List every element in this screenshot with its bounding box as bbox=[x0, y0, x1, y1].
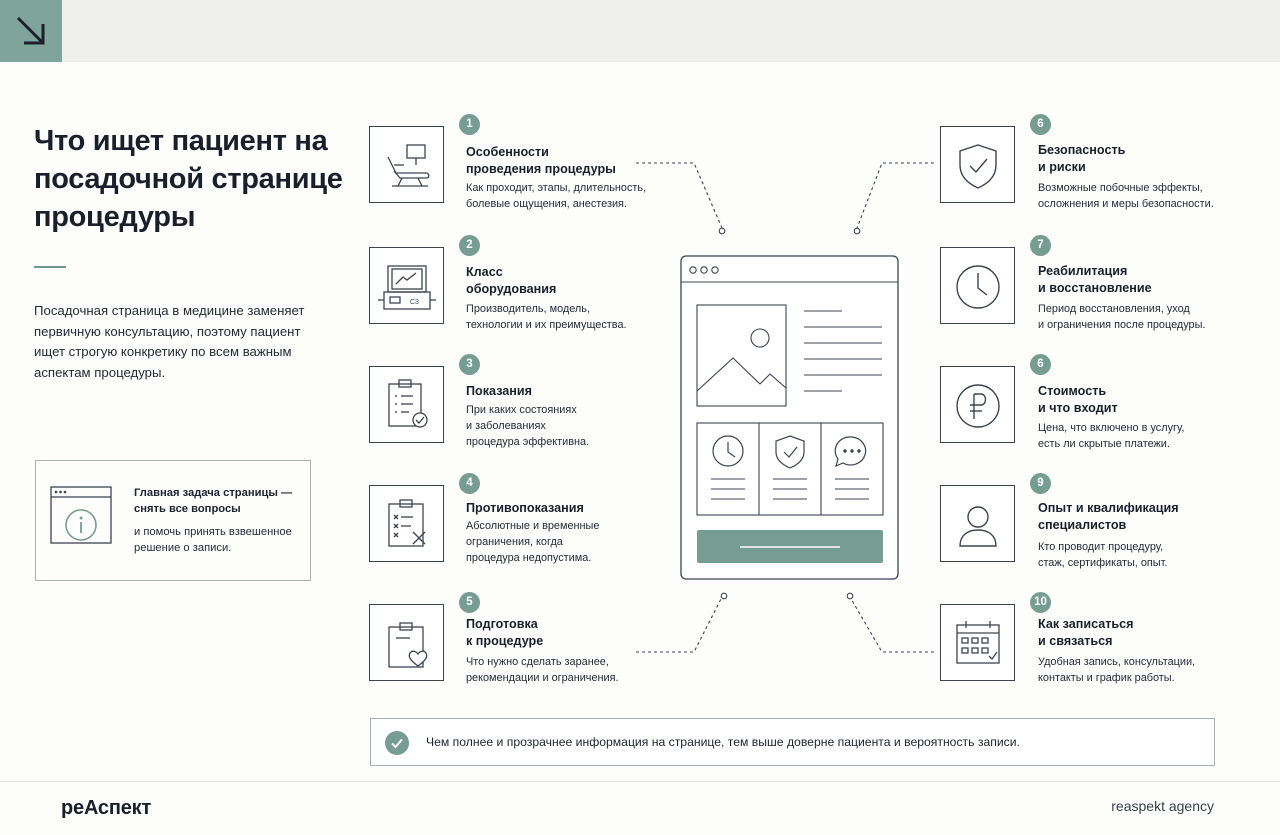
item-title: Особенности проведения процедуры bbox=[466, 145, 616, 176]
svg-text:C3: C3 bbox=[410, 299, 419, 306]
brand-logo: реАспект bbox=[61, 797, 152, 819]
item-box-8 bbox=[940, 366, 1015, 443]
browser-info-icon bbox=[50, 486, 112, 544]
arrow-down-right-icon bbox=[16, 16, 45, 45]
item-title: Опыт и квалификация специалистов bbox=[1038, 501, 1179, 532]
item-number: 4 bbox=[459, 473, 480, 494]
clock-icon bbox=[712, 435, 744, 467]
item-title: Как записаться и связаться bbox=[1038, 617, 1134, 648]
item-number: 10 bbox=[1030, 592, 1051, 613]
item-title: Безопасность и риски bbox=[1038, 143, 1126, 174]
item-description: Абсолютные и временные ограничения, когд… bbox=[466, 520, 600, 564]
check-circle-icon bbox=[385, 731, 409, 755]
item-number: 2 bbox=[459, 235, 480, 256]
item-description: Производитель, модель, технологии и их п… bbox=[466, 303, 627, 331]
conclusion-text: Чем полнее и прозрачнее информация на ст… bbox=[426, 735, 1020, 749]
item-box-7 bbox=[940, 247, 1015, 324]
item-title: Класс оборудования bbox=[466, 265, 557, 296]
item-box-10 bbox=[940, 604, 1015, 681]
corner-badge bbox=[0, 0, 62, 62]
user-icon bbox=[959, 506, 997, 547]
item-description: Что нужно сделать заранее, рекомендации … bbox=[466, 656, 619, 684]
shield-check-icon bbox=[959, 144, 997, 189]
main-task-card: Главная задача страницы — снять все вопр… bbox=[35, 460, 311, 581]
item-box-3 bbox=[369, 366, 444, 443]
item-title: Подготовка к процедуре bbox=[466, 617, 544, 648]
agency-name: reaspekt agency bbox=[1111, 798, 1214, 814]
clipboard-heart-icon bbox=[388, 622, 428, 668]
item-box-1 bbox=[369, 126, 444, 203]
item-description: Удобная запись, консультации, контакты и… bbox=[1038, 656, 1196, 684]
shield-check-icon bbox=[775, 435, 805, 469]
task-text: и помочь принять взвешенное решение о за… bbox=[134, 526, 292, 554]
title-divider bbox=[34, 266, 66, 268]
item-number: 1 bbox=[459, 114, 480, 135]
item-description: Период восстановления, уход и ограничени… bbox=[1038, 303, 1206, 331]
clipboard-check-icon bbox=[388, 379, 428, 428]
procedure-chair-icon bbox=[387, 144, 430, 187]
item-number: 6 bbox=[1030, 114, 1051, 135]
item-box-9 bbox=[940, 485, 1015, 562]
item-number: 3 bbox=[459, 354, 480, 375]
footer-divider bbox=[0, 781, 1280, 782]
item-box-4 bbox=[369, 485, 444, 562]
item-box-6 bbox=[940, 126, 1015, 203]
ruble-icon bbox=[956, 384, 1000, 428]
item-title: Реабилитация и восстановление bbox=[1038, 264, 1152, 295]
item-title: Показания bbox=[466, 384, 533, 398]
chat-bubble-icon bbox=[834, 436, 867, 468]
equipment-monitor-icon: C3 bbox=[378, 265, 436, 310]
page-title: Что ищет пациент на посадочной странице … bbox=[34, 125, 343, 233]
item-number: 9 bbox=[1030, 473, 1051, 494]
conclusion-banner: Чем полнее и прозрачнее информация на ст… bbox=[370, 718, 1215, 766]
item-number: 5 bbox=[459, 592, 480, 613]
item-number: 6 bbox=[1030, 354, 1051, 375]
top-bar bbox=[0, 0, 1280, 62]
item-box-2: C3 bbox=[369, 247, 444, 324]
item-description: Цена, что включено в услугу, есть ли скр… bbox=[1038, 422, 1185, 450]
item-description: При каких состояниях и заболеваниях проц… bbox=[466, 404, 590, 448]
clock-icon bbox=[956, 265, 1000, 309]
calendar-icon bbox=[956, 621, 1000, 664]
item-box-5 bbox=[369, 604, 444, 681]
item-description: Как проходит, этапы, длительность, болев… bbox=[466, 182, 647, 210]
clipboard-cross-icon bbox=[388, 499, 426, 547]
image-placeholder-icon bbox=[696, 304, 787, 407]
task-heading: Главная задача страницы — снять все вопр… bbox=[134, 487, 293, 515]
intro-text: Посадочная страница в медицине заменяет … bbox=[34, 303, 305, 380]
item-title: Противопоказания bbox=[466, 501, 584, 515]
item-description: Кто проводит процедуру, стаж, сертификат… bbox=[1038, 541, 1168, 569]
item-description: Возможные побочные эффекты, осложнения и… bbox=[1038, 182, 1214, 210]
item-title: Стоимость и что входит bbox=[1038, 384, 1118, 415]
item-number: 7 bbox=[1030, 235, 1051, 256]
